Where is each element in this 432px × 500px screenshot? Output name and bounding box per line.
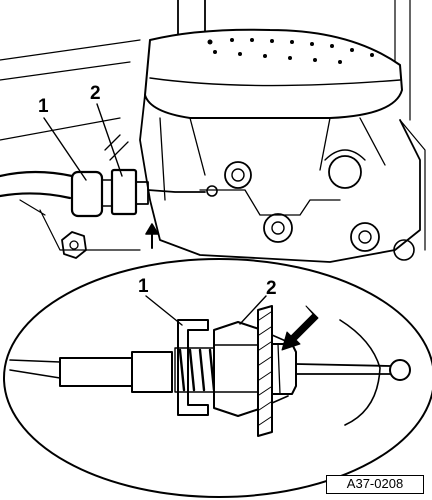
upper-arrow <box>145 223 159 249</box>
leader-line-detail-2 <box>239 295 267 325</box>
shift-assembly <box>0 0 426 263</box>
leader-line-upper-2 <box>96 103 123 177</box>
detail-cable-assembly <box>9 305 411 437</box>
detail-arrow <box>281 305 319 351</box>
callout-1-upper: 1 <box>38 96 49 117</box>
figure-reference-code: A37-0208 <box>326 475 424 494</box>
callout-2-detail: 2 <box>266 278 277 299</box>
callout-1-detail: 1 <box>138 276 149 297</box>
callout-2-upper: 2 <box>90 83 101 104</box>
leader-line-detail-1 <box>145 295 183 326</box>
leader-line-upper-1 <box>43 117 87 181</box>
upper-cable-fitting <box>0 134 218 218</box>
